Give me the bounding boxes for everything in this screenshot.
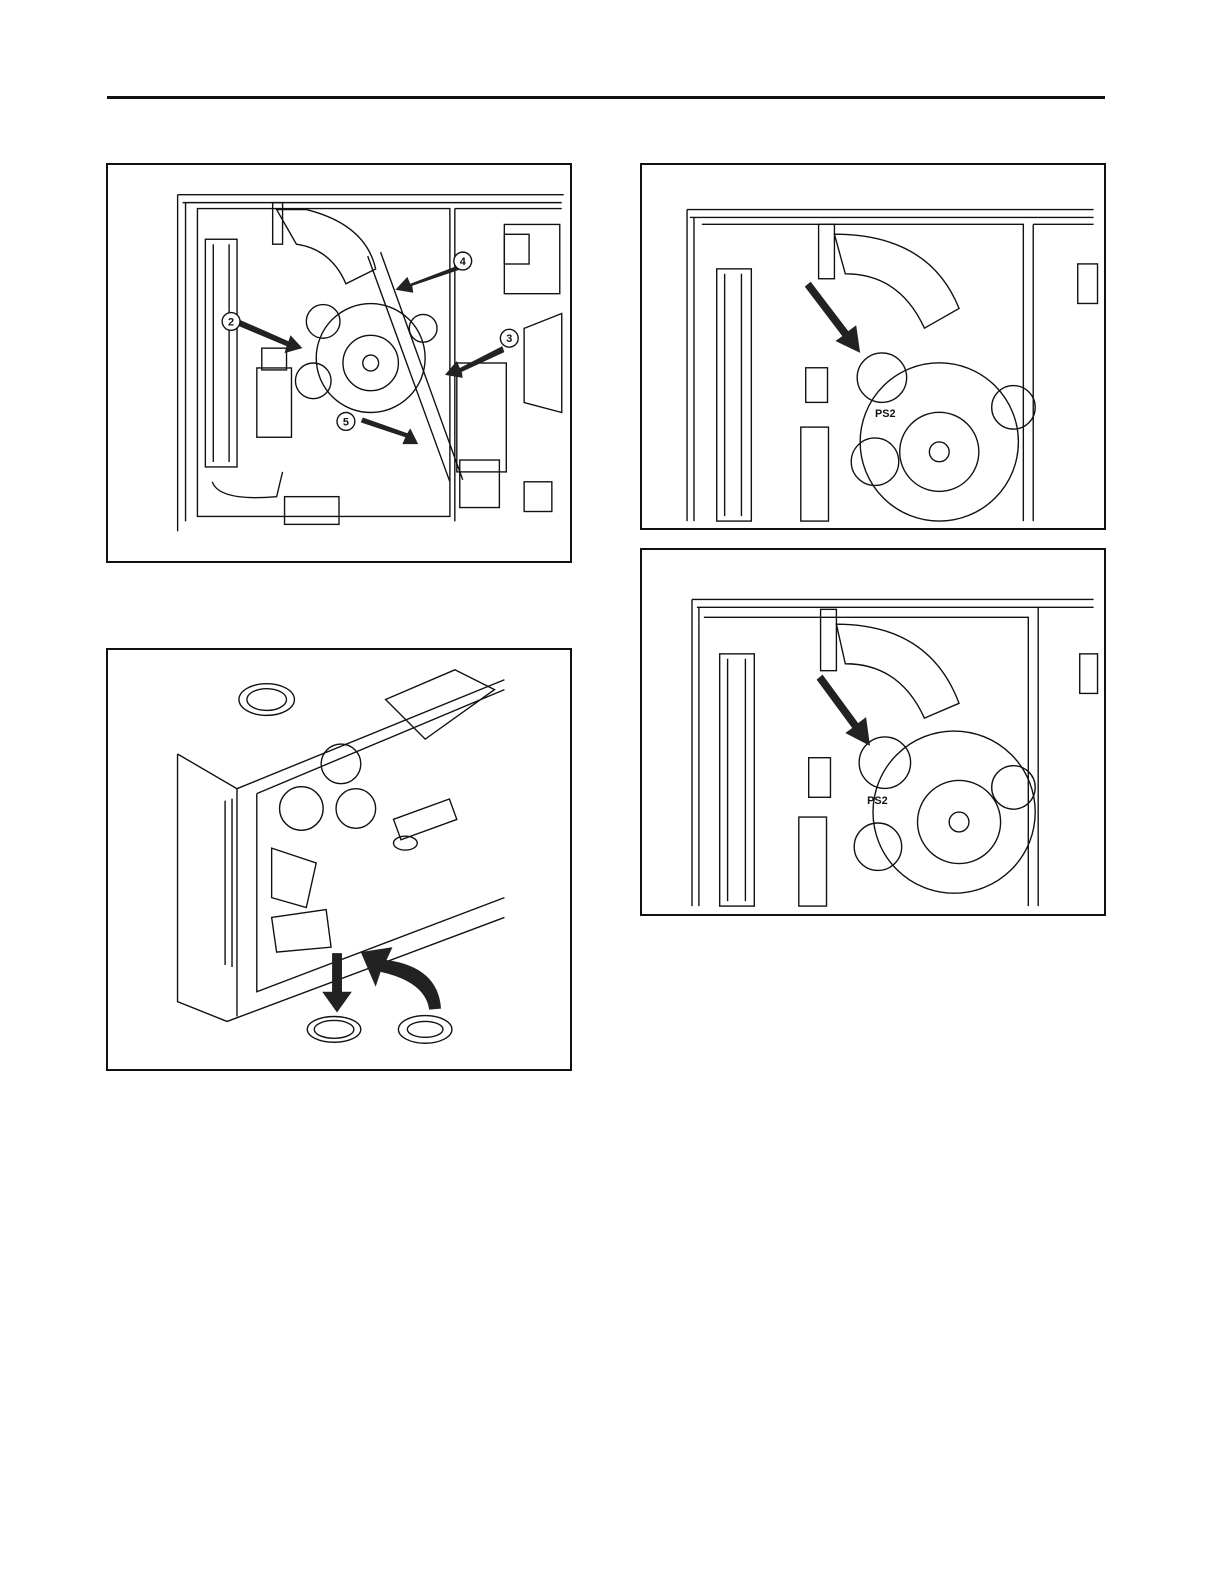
header-rule — [107, 96, 1105, 99]
figure-furnace-callouts: 2 3 4 5 — [106, 163, 572, 563]
figure-furnace-callouts-drawing: 2 3 4 5 — [108, 165, 570, 561]
figure-pressure-switch-top: PS2 — [640, 163, 1106, 530]
pressure-switch-label: PS2 — [867, 795, 888, 807]
down-arrow-icon — [322, 953, 352, 1012]
arrow-icon — [817, 675, 870, 746]
figure-pressure-switch-bottom-drawing: PS2 — [642, 550, 1104, 914]
callout-number-2: 2 — [228, 316, 234, 328]
figure-plug-replacement — [106, 648, 572, 1071]
callout-number-5: 5 — [343, 416, 349, 428]
arrow-icon — [445, 346, 504, 378]
figure-plug-replacement-drawing — [108, 650, 570, 1069]
callout-number-4: 4 — [460, 256, 466, 268]
callout-number-3: 3 — [506, 333, 512, 345]
figure-pressure-switch-top-drawing: PS2 — [642, 165, 1104, 528]
pressure-switch-label: PS2 — [875, 408, 896, 420]
arrow-icon — [361, 417, 418, 444]
figure-pressure-switch-bottom: PS2 — [640, 548, 1106, 916]
arrow-icon — [805, 282, 860, 353]
